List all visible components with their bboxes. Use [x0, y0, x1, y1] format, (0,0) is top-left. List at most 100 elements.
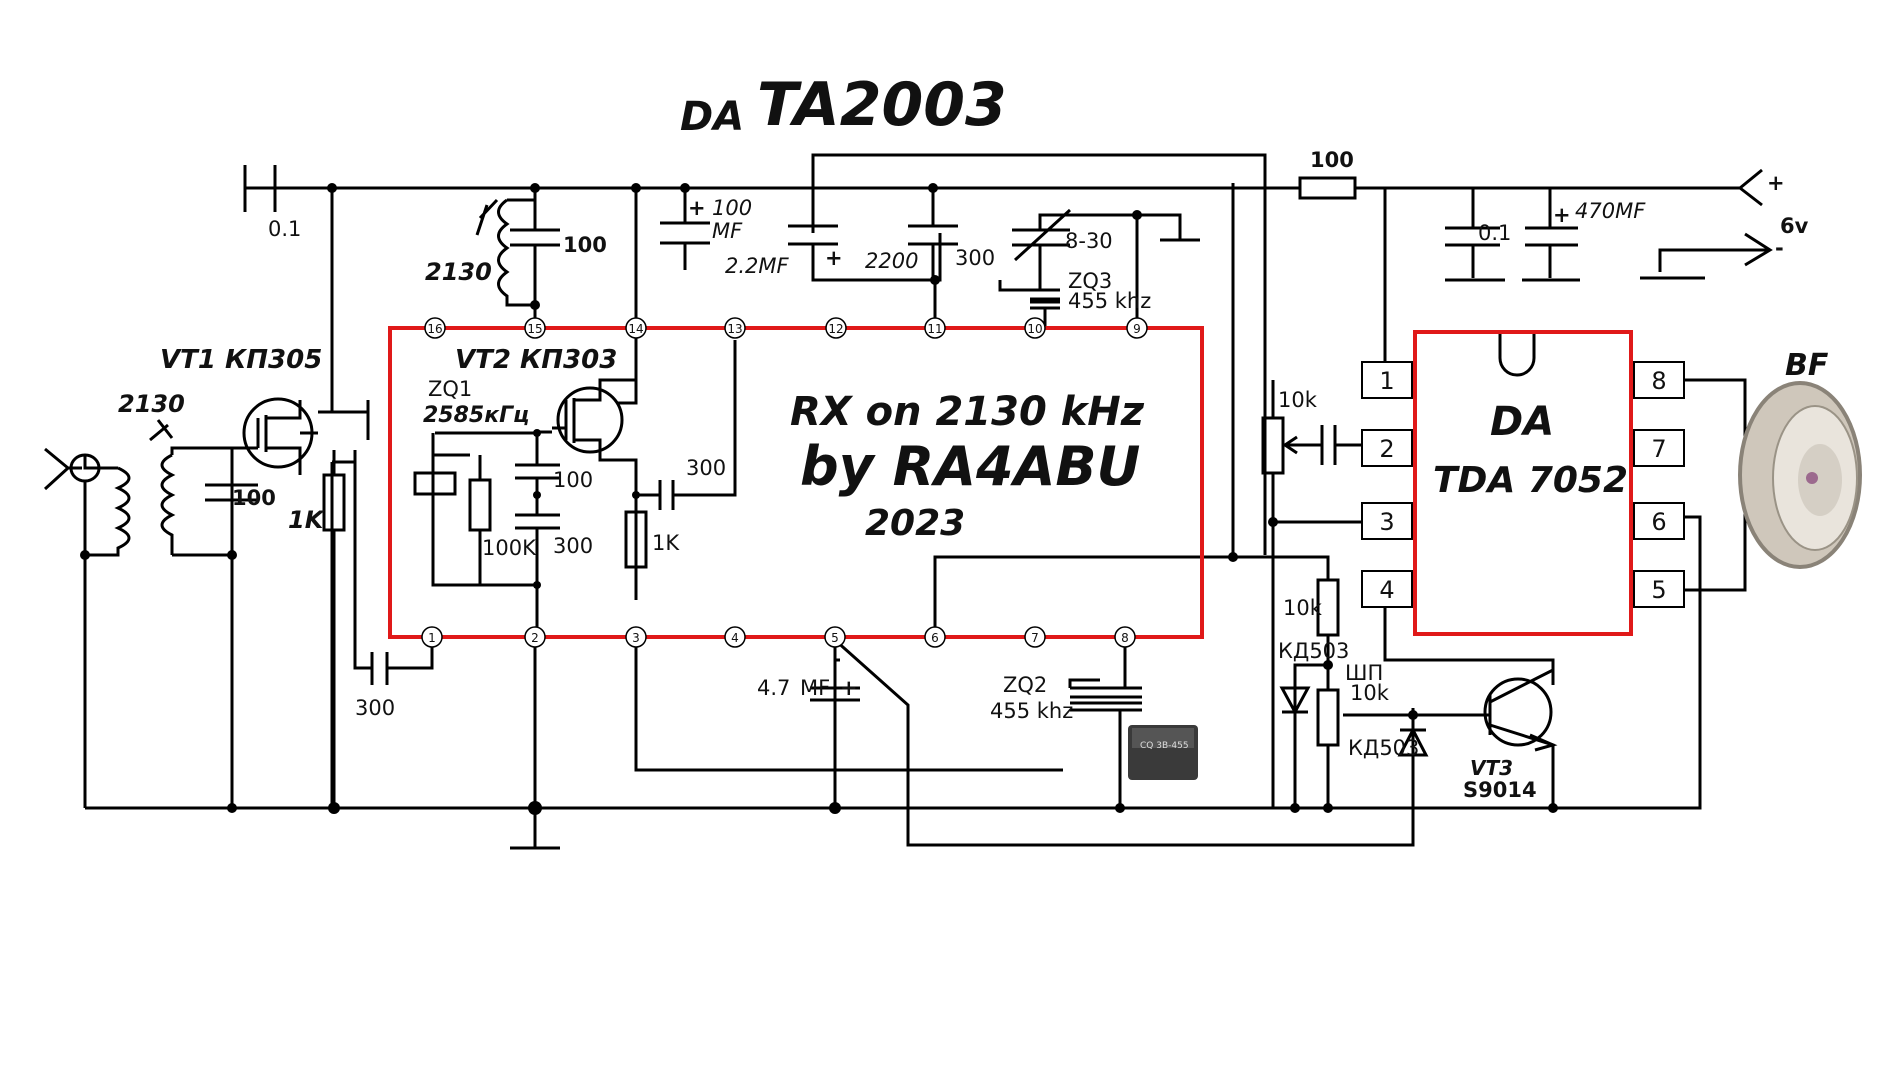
ta2003-pin-16: 16 — [424, 317, 446, 339]
ta2003-pin-13: 13 — [724, 317, 746, 339]
svg-text:CQ 3B-455: CQ 3B-455 — [1140, 741, 1189, 751]
speaker-label: BF — [1785, 348, 1829, 383]
ta2003-pin-14: 14 — [625, 317, 647, 339]
label-trim-8-30: 8-30 — [1065, 229, 1113, 253]
svg-text:7: 7 — [1651, 435, 1666, 463]
title-line-3: 2023 — [865, 503, 965, 544]
label-vt3-type: S9014 — [1463, 778, 1537, 802]
label-vt3: VT3 — [1470, 756, 1513, 780]
ta2003-pin-9: 9 — [1126, 317, 1148, 339]
label-c-300-right: 300 — [686, 456, 726, 480]
ta2003-pin-11: 11 — [924, 317, 946, 339]
tda7052-chip-outline — [1413, 330, 1633, 636]
header-chip-name: TA2003 — [757, 70, 1007, 140]
ta2003-pin-3: 3 — [625, 626, 647, 648]
ta2003-pin-1: 1 — [421, 626, 443, 648]
label-r-1k-inner: 1K — [652, 531, 680, 555]
label-r-10k-pot: 10k — [1278, 388, 1318, 412]
label-c-300-top: 300 — [955, 246, 995, 270]
label-c-top-100: 100 — [563, 233, 607, 257]
svg-text:16: 16 — [427, 322, 442, 336]
ta2003-chip-outline — [388, 326, 1204, 639]
tda7052-name-line-1: DA — [1490, 399, 1554, 445]
label-c-100-inner: 100 — [553, 468, 593, 492]
label-zq3-freq: 455 khz — [1068, 289, 1151, 313]
label-c-100mf-unit: MF — [712, 219, 743, 243]
ta2003-pin-10: 10 — [1024, 317, 1046, 339]
label-c-2-2mf-plus: + — [825, 246, 843, 270]
label-pot-sp-value: 10k — [1350, 681, 1390, 705]
svg-text:1: 1 — [428, 631, 436, 645]
label-zq1: ZQ1 — [428, 377, 472, 401]
svg-text:14: 14 — [628, 322, 643, 336]
svg-text:13: 13 — [727, 322, 742, 336]
speaker-icon — [1738, 381, 1862, 569]
label-c-4-7mf-unit: MF — [800, 676, 830, 700]
ta2003-pin-6: 6 — [924, 626, 946, 648]
ta2003-pin-7: 7 — [1024, 626, 1046, 648]
label-coil-input: 2130 — [118, 390, 185, 418]
label-c-300-inner: 300 — [553, 534, 593, 558]
ta2003-pins: 16 15 14 13 12 11 10 9 1 2 3 4 5 6 7 8 — [421, 317, 1148, 648]
label-zq1-freq: 2585кГц — [423, 403, 530, 428]
label-diode1: КД503 — [1278, 639, 1349, 663]
svg-text:6: 6 — [931, 631, 939, 645]
label-pot-sp: ШП — [1345, 661, 1383, 685]
label-vt1: VT1 КП305 — [160, 345, 322, 375]
svg-text:11: 11 — [927, 322, 942, 336]
svg-text:5: 5 — [1651, 576, 1666, 604]
tda7052-left-pins: 1 2 3 4 — [1361, 361, 1413, 608]
svg-text:2: 2 — [1379, 435, 1394, 463]
label-r-100: 100 — [1310, 148, 1354, 172]
svg-text:15: 15 — [527, 322, 542, 336]
label-c-4-7mf-plus: + — [840, 676, 858, 700]
svg-text:4: 4 — [1379, 576, 1394, 604]
label-c-input-100: 100 — [232, 486, 276, 510]
label-zq2: ZQ2 — [1003, 673, 1047, 697]
svg-text:1: 1 — [1379, 367, 1394, 395]
ta2003-pin-15: 15 — [524, 317, 546, 339]
label-c-100mf-plus: + — [688, 196, 706, 220]
filter-package-icon: CQ 3B-455 — [1128, 725, 1198, 780]
tda7052-notch — [1498, 334, 1536, 377]
svg-text:3: 3 — [1379, 508, 1394, 536]
label-c-470mf-plus: + — [1553, 203, 1571, 227]
ta2003-pin-8: 8 — [1114, 626, 1136, 648]
ta2003-pin-5: 5 — [824, 626, 846, 648]
label-c-4-7mf: 4.7 — [757, 676, 790, 700]
label-zq2-freq: 455 khz — [990, 699, 1073, 723]
label-diode2: КД503 — [1348, 736, 1419, 760]
label-c-top-left: 0.1 — [268, 217, 301, 241]
label-c-300-bottom: 300 — [355, 696, 395, 720]
ta2003-pin-12: 12 — [825, 317, 847, 339]
component-labels: 0.1 2130 100 + 100 MF 2.2MF + 2200 300 8… — [118, 148, 1809, 802]
tda7052-name-line-2: TDA 7052 — [1433, 460, 1628, 501]
svg-text:9: 9 — [1133, 322, 1141, 336]
title-line-2: by RA4ABU — [800, 435, 1140, 498]
title-line-1: RX on 2130 kHz — [790, 389, 1145, 435]
label-r-100k: 100K — [482, 536, 537, 560]
label-supply-plus: + — [1767, 171, 1785, 195]
svg-text:10: 10 — [1027, 322, 1042, 336]
svg-text:8: 8 — [1651, 367, 1666, 395]
ta2003-pin-2: 2 — [524, 626, 546, 648]
junctions — [80, 183, 1558, 815]
label-vt2: VT2 КП303 — [455, 345, 617, 375]
svg-text:6: 6 — [1651, 508, 1666, 536]
header-chip-prefix: DA — [680, 94, 744, 140]
label-supply-minus: - — [1775, 236, 1784, 260]
label-zq3: ZQ3 — [1068, 269, 1112, 293]
svg-text:12: 12 — [828, 322, 843, 336]
svg-text:4: 4 — [731, 631, 739, 645]
label-r-1k-left: 1K — [288, 506, 326, 534]
label-c-0-1-right: 0.1 — [1478, 221, 1511, 245]
tda7052-right-pins: 8 7 6 5 — [1633, 361, 1685, 608]
label-coil-top: 2130 — [425, 258, 492, 286]
svg-text:2: 2 — [531, 631, 539, 645]
label-c-2-2mf: 2.2MF — [725, 254, 790, 278]
label-r-10k-bias: 10k — [1283, 596, 1323, 620]
svg-text:5: 5 — [831, 631, 839, 645]
label-supply: 6v — [1780, 214, 1809, 238]
svg-text:3: 3 — [632, 631, 640, 645]
